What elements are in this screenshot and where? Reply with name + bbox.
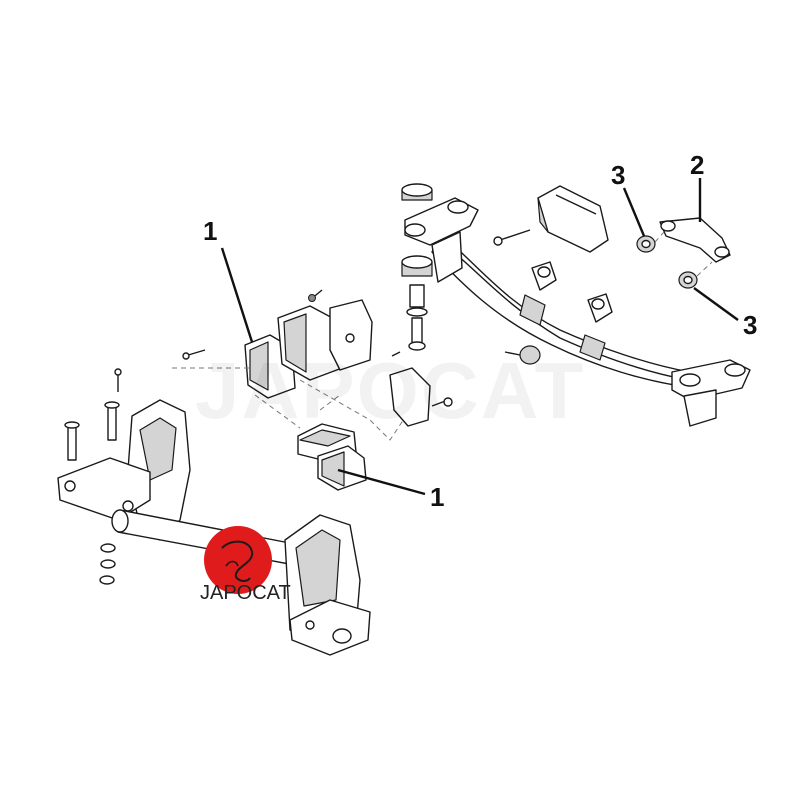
front-bolts	[64, 368, 122, 585]
front-crossmember	[57, 399, 371, 656]
upper-mount-block	[537, 185, 609, 253]
rear-crossmember	[404, 197, 751, 427]
engine-mount-part-1-lower	[297, 351, 453, 491]
japocat-logo	[204, 526, 272, 594]
upper-bushing-stack	[401, 183, 433, 351]
callout-2: 2	[690, 150, 705, 180]
watermark-text: JAPOCAT	[195, 346, 586, 435]
bushing-part-3	[636, 231, 713, 289]
link-arm-part-2	[659, 217, 731, 263]
callout-1-lower: 1	[430, 482, 445, 512]
assembly-outline	[172, 367, 411, 441]
logo-text: JAPOCAT	[200, 582, 291, 604]
engine-mount-part-1-upper	[182, 289, 373, 399]
callout-3-lower: 3	[743, 310, 758, 340]
callout-3-upper: 3	[611, 160, 626, 190]
callout-1-upper: 1	[203, 216, 218, 246]
misc-fasteners	[493, 229, 613, 365]
leader-lines	[220, 178, 739, 496]
